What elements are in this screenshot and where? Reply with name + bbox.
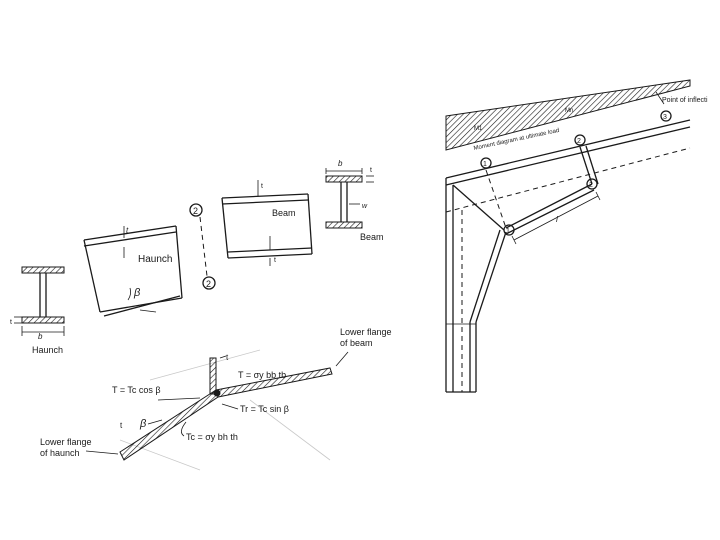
beam-panel-label: Beam: [272, 208, 296, 218]
beam-i-section: b t w Beam: [325, 159, 384, 242]
lower-flange-beam-line1: Lower flange: [340, 327, 392, 337]
bh-label: b: [38, 332, 43, 341]
haunch-i-section: t b Haunch: [10, 266, 65, 355]
lower-flange-haunch-line1: Lower flange: [40, 437, 92, 447]
beam-top-flange: [325, 175, 363, 183]
th-label: t: [10, 319, 12, 326]
lower-flange-beam-line2: of beam: [340, 338, 373, 348]
moment-diagram-hatched: [445, 79, 691, 151]
wb-label: w: [362, 203, 368, 210]
beam-panel: t Beam t: [221, 180, 313, 266]
node-1a: 1: [483, 161, 487, 168]
haunch-panel: t Haunch β: [83, 225, 183, 317]
th-joint-label: t: [120, 421, 123, 430]
node-2b: 2: [589, 182, 593, 189]
section-mark-bottom: 2: [206, 279, 211, 289]
lower-flange-haunch-label: Lower flange of haunch: [40, 437, 94, 458]
lower-flange-haunch-line2: of haunch: [40, 448, 80, 458]
eq-tension-cos: T = Tc cos β: [112, 385, 161, 395]
m2-label: Mn: [565, 108, 573, 114]
haunch-bottom-flange: [21, 316, 65, 324]
eq-tension-r: Tr = Tc sin β: [240, 404, 289, 414]
node-3: 3: [663, 114, 667, 121]
eq-tension-beam: T = σy bb tb: [238, 370, 286, 380]
lower-flange-beam-label: Lower flange of beam: [340, 327, 394, 348]
tb-section-label: t: [370, 167, 372, 174]
t-label: t: [126, 226, 129, 235]
m1-label: M1: [474, 126, 483, 132]
tb-bottom-label: t: [274, 257, 276, 264]
node-1b: 1: [506, 228, 510, 235]
tb-top-label: t: [261, 183, 263, 190]
eq-compression-haunch: Tc = σy bh th: [186, 432, 238, 442]
section-mark-top: 2: [193, 206, 198, 216]
portal-frame-knee: l 1 1 2 2 3: [445, 110, 691, 393]
length-l-label: l: [556, 215, 558, 224]
bb-label: b: [338, 159, 343, 168]
section-2-2-marker: 2 2: [189, 203, 216, 290]
point-of-inflection-label: Point of inflecti: [662, 97, 708, 104]
haunch-panel-label: Haunch: [138, 254, 172, 265]
haunch-section-label: Haunch: [32, 345, 63, 355]
node-2a: 2: [577, 138, 581, 145]
joint-force-diagram: t T = σy bb tb T = Tc cos β Tr = Tc sin …: [40, 327, 394, 471]
beam-section-label: Beam: [360, 232, 384, 242]
beta-label: β: [133, 287, 141, 299]
beta-joint-label: β: [139, 418, 147, 430]
beam-bottom-flange: [325, 221, 363, 229]
haunch-lower-flange: [119, 389, 219, 461]
stiffener: [209, 357, 217, 395]
tr-label: t: [226, 353, 229, 362]
haunch-top-flange: [21, 266, 65, 274]
